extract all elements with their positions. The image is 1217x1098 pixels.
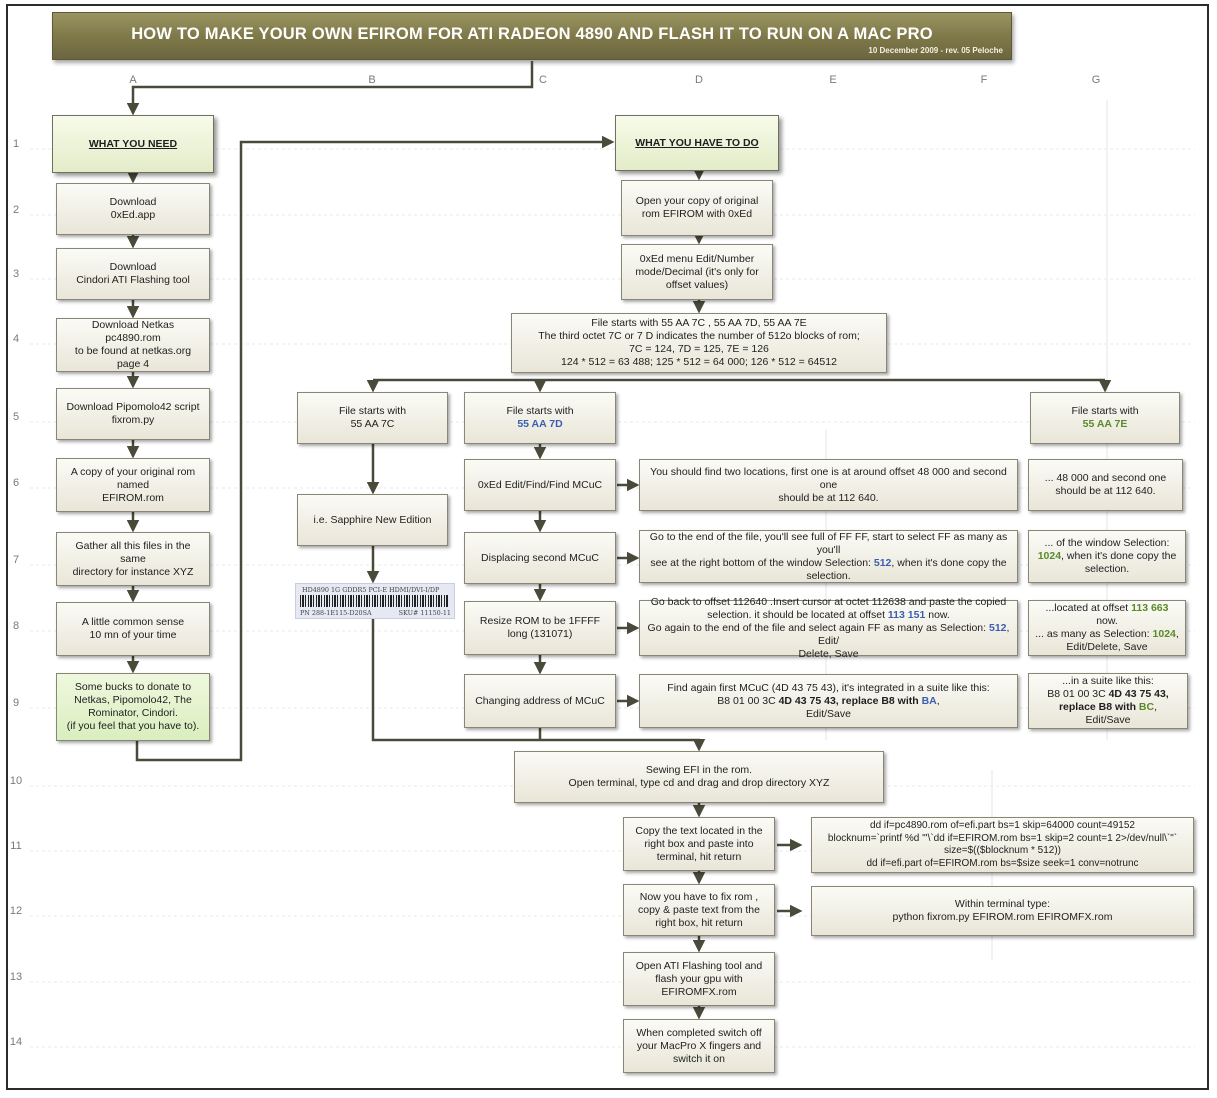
dd-command-box: dd if=pc4890.rom of=efi.part bs=1 skip=6… [811,817,1194,873]
row-label-13: 13 [9,971,23,983]
python-command-box: Within terminal type:python fixrom.py EF… [811,886,1194,936]
barcode-sku: SKU# 11150-11 [398,609,451,617]
detail-7e-resize: ...located at offset 113 663 now.... as … [1028,600,1186,656]
column-label-d: D [695,74,703,86]
row-label-9: 9 [12,697,20,709]
row-label-10: 10 [9,775,23,787]
what-you-need-header: WHAT YOU NEED [52,115,214,173]
row-label-5: 5 [12,411,20,423]
what-you-have-to-do-header: WHAT YOU HAVE TO DO [615,115,779,171]
branch-7c-sapphire-note: i.e. Sapphire New Edition [297,494,448,546]
page-title: HOW TO MAKE YOUR OWN EFIROM FOR ATI RADE… [131,25,933,43]
detail-7d-displace: Go to the end of the file, you'll see fu… [639,530,1018,583]
step-file-starts-info: File starts with 55 AA 7C , 55 AA 7D, 55… [511,313,887,373]
row-label-14: 14 [9,1036,23,1048]
column-label-c: C [539,74,547,86]
column-label-a: A [129,74,137,86]
row-label-6: 6 [12,477,20,489]
branch-7d-displace-mcuc: Displacing second MCuC [464,532,616,584]
row-label-8: 8 [12,620,20,632]
title-bar: HOW TO MAKE YOUR OWN EFIROM FOR ATI RADE… [52,12,1012,60]
branch-7d-find-mcuc: 0xEd Edit/Find/Find MCuC [464,459,616,511]
branch-7d-change-address: Changing address of MCuC [464,674,616,728]
row-label-11: 11 [10,840,22,852]
row-label-1: 1 [12,138,20,150]
column-label-g: G [1091,74,1101,86]
column-label-b: B [368,74,376,86]
detail-7e-displace: ... of the window Selection:1024, when i… [1028,530,1186,583]
row-label-2: 2 [12,204,20,216]
step-sewing-efi: Sewing EFI in the rom.Open terminal, typ… [514,751,884,803]
barcode-bars [300,595,448,607]
product-barcode-label: HD4890 1G GDDR5 PCI-E HDMI/DVI-I/DP PN 2… [295,583,455,619]
branch-7d-resize-rom: Resize ROM to be 1FFFF long (131071) [464,601,616,655]
detail-7d-resize: Go back to offset 112640 .Insert cursor … [639,596,1018,660]
detail-7d-change: Find again first MCuC (4D 43 75 43), it'… [639,674,1018,728]
row-label-7: 7 [12,554,20,566]
row-label-3: 3 [12,268,20,280]
barcode-product-line: HD4890 1G GDDR5 PCI-E HDMI/DVI-I/DP [302,586,440,594]
detail-7d-find: You should find two locations, first one… [639,459,1018,511]
step-fix-rom: Now you have to fix rom ,copy & paste te… [623,884,775,936]
row-label-12: 12 [9,905,23,917]
detail-7e-change: ...in a suite like this:B8 01 00 3C 4D 4… [1028,673,1188,729]
column-label-e: E [829,74,837,86]
column-label-f: F [980,74,988,86]
barcode-part-number: PN 288-1E115-D20SA [300,609,372,617]
page-subtitle: 10 December 2009 - rev. 05 Peloche [868,46,1003,55]
row-label-4: 4 [12,333,20,345]
